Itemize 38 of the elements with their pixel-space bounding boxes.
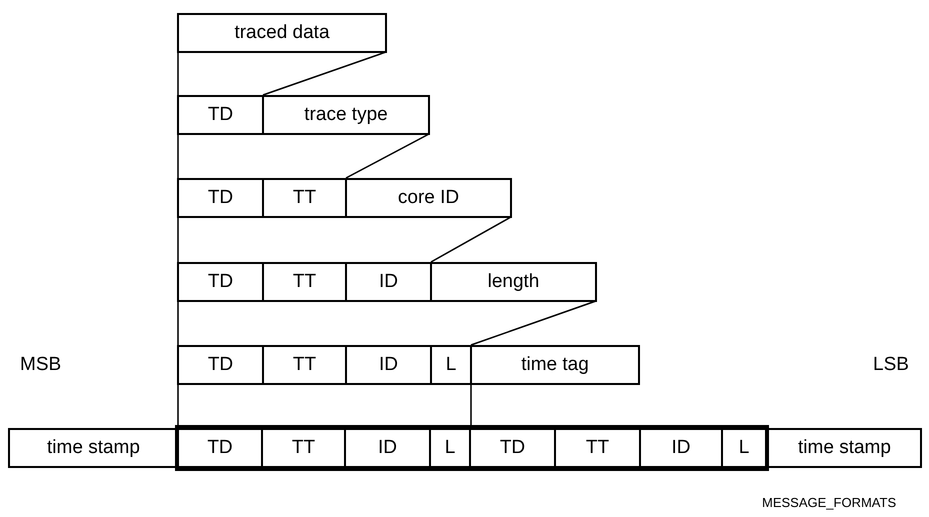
field-cell: TD bbox=[177, 178, 264, 218]
field-cell: TD bbox=[177, 428, 263, 468]
field-cell: ID bbox=[344, 428, 431, 468]
field-cell: ID bbox=[345, 262, 432, 302]
field-cell: trace type bbox=[262, 95, 430, 135]
field-cell: time stamp bbox=[767, 428, 922, 468]
text-label: MSB bbox=[20, 354, 62, 376]
expansion-line bbox=[470, 384, 472, 428]
expansion-line bbox=[177, 384, 179, 425]
field-cell: core ID bbox=[345, 178, 512, 218]
message-frame bbox=[175, 425, 769, 471]
field-cell: TD bbox=[469, 428, 556, 468]
field-cell: TT bbox=[262, 345, 347, 385]
field-cell: ID bbox=[639, 428, 723, 468]
text-label: MESSAGE_FORMATS bbox=[762, 495, 896, 510]
field-cell: ID bbox=[345, 345, 432, 385]
expansion-line bbox=[262, 51, 386, 96]
field-cell: TD bbox=[177, 95, 264, 135]
field-cell: TT bbox=[554, 428, 641, 468]
expansion-line bbox=[177, 52, 179, 95]
field-cell: TT bbox=[261, 428, 346, 468]
field-cell: traced data bbox=[177, 13, 387, 53]
field-cell: length bbox=[430, 262, 597, 302]
field-cell: L bbox=[721, 428, 767, 468]
expansion-line bbox=[177, 217, 179, 262]
field-cell: TD bbox=[177, 262, 264, 302]
field-cell: L bbox=[429, 428, 471, 468]
field-cell: TT bbox=[262, 262, 347, 302]
text-label: LSB bbox=[873, 354, 909, 376]
field-cell: TT bbox=[262, 178, 347, 218]
expansion-line bbox=[346, 133, 430, 179]
expansion-line bbox=[177, 134, 179, 178]
field-cell: L bbox=[430, 345, 472, 385]
field-cell: TD bbox=[177, 345, 264, 385]
expansion-line bbox=[430, 216, 512, 263]
expansion-line bbox=[177, 301, 179, 345]
field-cell: time tag bbox=[470, 345, 640, 385]
expansion-line bbox=[470, 300, 596, 346]
